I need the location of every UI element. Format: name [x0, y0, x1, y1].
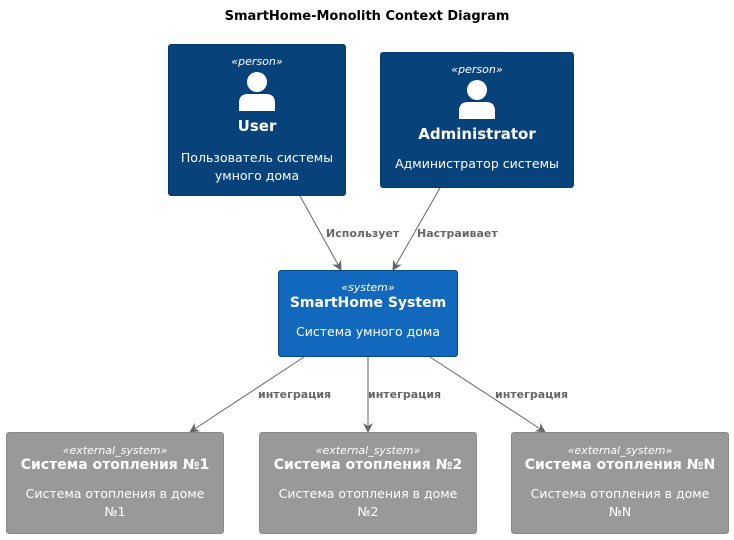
edge-system-heat1 [189, 356, 305, 433]
stereotype-label: «external_system» [315, 444, 421, 457]
person-icon [239, 72, 275, 111]
node-description: Система отопления в доме №1 [25, 486, 205, 519]
node-name: Система отопления №1 [20, 457, 210, 473]
stereotype-label: «external_system» [567, 444, 673, 457]
node-description: Система умного дома [296, 324, 440, 339]
stereotype-label: «person» [231, 55, 283, 68]
node-name: Система отопления №N [524, 457, 716, 473]
stereotype-label: «external_system» [62, 444, 168, 457]
external-system-heating-1-box[interactable]: «external_system» Система отопления №1 С… [6, 432, 224, 534]
person-administrator-box[interactable]: «person» Administrator Администратор сис… [380, 52, 574, 188]
edge-system-heatN [429, 356, 546, 433]
person-icon [459, 80, 495, 119]
node-description: Администратор системы [395, 156, 559, 171]
edge-label-system-heatN: интеграция [495, 388, 569, 401]
edge-label-admin-system: Настраивает [417, 227, 498, 240]
external-system-heating-2-box[interactable]: «external_system» Система отопления №2 С… [259, 432, 477, 534]
system-smarthome-box[interactable]: «system» SmartHome System Система умного… [278, 270, 458, 357]
diagram-title: SmartHome-Monolith Context Diagram [224, 9, 510, 24]
node-name: Система отопления №2 [273, 457, 463, 473]
stereotype-label: «system» [341, 281, 395, 294]
node-description: Пользователь системы умного дома [180, 150, 334, 183]
edge-label-user-system: Использует [326, 227, 400, 240]
node-name: SmartHome System [289, 295, 447, 311]
person-user-box[interactable]: «person» User Пользователь системы умног… [168, 44, 346, 196]
edge-label-system-heat1: интеграция [258, 388, 332, 401]
node-description: Система отопления в доме №N [530, 486, 710, 519]
external-system-heating-n-box[interactable]: «external_system» Система отопления №N С… [511, 432, 729, 534]
node-name: User [237, 117, 277, 135]
node-description: Система отопления в доме №2 [278, 486, 458, 519]
edge-user-system [299, 195, 342, 271]
node-name: Administrator [418, 125, 536, 143]
edge-admin-system [392, 187, 441, 271]
stereotype-label: «person» [451, 63, 503, 76]
edge-label-system-heat2: интеграция [368, 388, 442, 401]
